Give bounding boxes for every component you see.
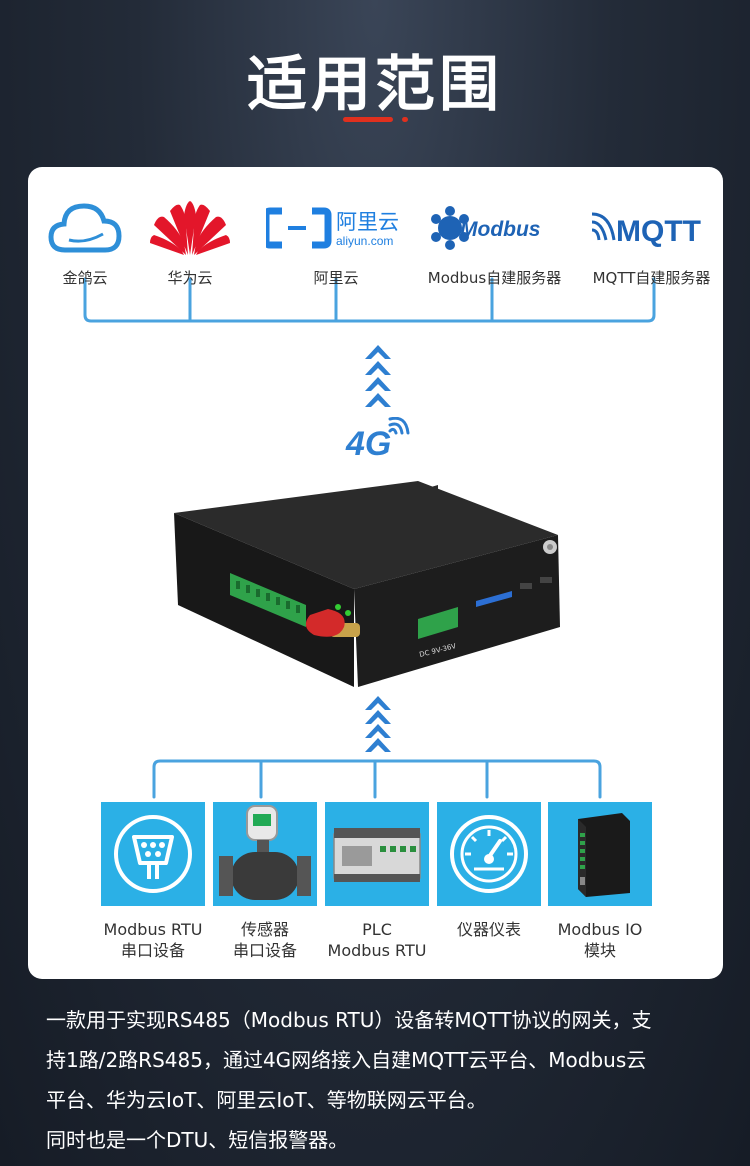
tile-label-modbus-rtu: Modbus RTU 串口设备 <box>88 919 218 961</box>
flow-sensor-icon <box>219 805 311 900</box>
tile-sensor-serial <box>213 802 317 906</box>
wifi-signal-icon <box>388 417 410 435</box>
description-line: 一款用于实现RS485（Modbus RTU）设备转MQTT协议的网关，支 <box>46 1008 652 1032</box>
tile-modbus-rtu-serial <box>101 802 205 906</box>
network-4g-label: 4G <box>346 425 392 463</box>
description-line: 同时也是一个DTU、短信报警器。 <box>46 1128 349 1152</box>
title-underline-dot <box>402 117 408 122</box>
tile-label-line1: Modbus IO <box>557 920 643 939</box>
tile-label-line2: 串口设备 <box>232 941 297 960</box>
tile-label-plc: PLC Modbus RTU <box>312 919 442 961</box>
platform-label: 金鸽云 <box>62 269 108 287</box>
aliyun-logo: 阿里云 aliyun.com <box>266 197 406 259</box>
platform-label: Modbus自建服务器 <box>427 269 562 287</box>
platform-label: MQTT自建服务器 <box>592 269 711 287</box>
aliyun-logo-sub: aliyun.com <box>336 234 393 248</box>
tile-label-instrument: 仪器仪表 <box>424 919 554 940</box>
platform-jinge-cloud: 金鸽云 <box>28 197 155 288</box>
bottom-bus-line <box>152 759 602 799</box>
upload-arrow-icon <box>365 345 391 407</box>
gateway-device-image: DC 9V-36V <box>174 481 560 687</box>
page-title: 适用范围 <box>247 50 503 120</box>
tile-label-line2: 模块 <box>583 941 616 960</box>
huawei-logo <box>120 197 260 259</box>
tile-label-sensor: 传感器 串口设备 <box>200 919 330 961</box>
title-underline <box>343 117 393 122</box>
platform-modbus-server: Modbus Modbus自建服务器 <box>422 197 567 288</box>
mqtt-logo-text: MQTT <box>616 215 701 248</box>
connection-lines <box>83 277 656 799</box>
tile-label-modbus-io: Modbus IO 模块 <box>535 919 665 961</box>
mqtt-logo: MQTT <box>579 197 723 259</box>
platform-label: 阿里云 <box>313 269 359 287</box>
serial-port-icon <box>114 815 192 893</box>
product-description: 一款用于实现RS485（Modbus RTU）设备转MQTT协议的网关，支 持1… <box>46 1000 716 1160</box>
description-line: 持1路/2路RS485，通过4G网络接入自建MQTT云平台、Modbus云 <box>46 1048 647 1072</box>
tile-label-line2: 串口设备 <box>120 941 185 960</box>
platform-aliyun: 阿里云 aliyun.com 阿里云 <box>266 197 406 288</box>
modbus-logo-text: Modbus <box>460 218 540 241</box>
tile-modbus-io <box>548 802 652 906</box>
tile-label-line1: PLC <box>362 920 392 939</box>
plc-icon <box>333 828 421 882</box>
platform-mqtt-server: MQTT MQTT自建服务器 <box>579 197 723 288</box>
description-line: 平台、华为云IoT、阿里云IoT、等物联网云平台。 <box>46 1088 487 1112</box>
upload-arrow-icon <box>365 696 391 752</box>
tile-label-line2: Modbus RTU <box>327 941 427 960</box>
tile-label-line1: 传感器 <box>240 920 289 939</box>
tile-instrument <box>437 802 541 906</box>
cloud-icon <box>28 197 155 259</box>
tile-label-line1: 仪器仪表 <box>456 920 521 939</box>
tile-plc <box>325 802 429 906</box>
io-module-icon <box>578 813 630 897</box>
aliyun-logo-text: 阿里云 <box>336 210 399 234</box>
platform-label: 华为云 <box>167 269 213 287</box>
top-bus-line <box>83 277 656 323</box>
modbus-logo: Modbus <box>422 197 567 259</box>
topology-card: 金鸽云 华为云 阿里云 <box>28 167 723 979</box>
tile-label-line1: Modbus RTU <box>103 920 203 939</box>
gauge-icon <box>450 815 528 893</box>
platform-huawei-cloud: 华为云 <box>120 197 260 288</box>
